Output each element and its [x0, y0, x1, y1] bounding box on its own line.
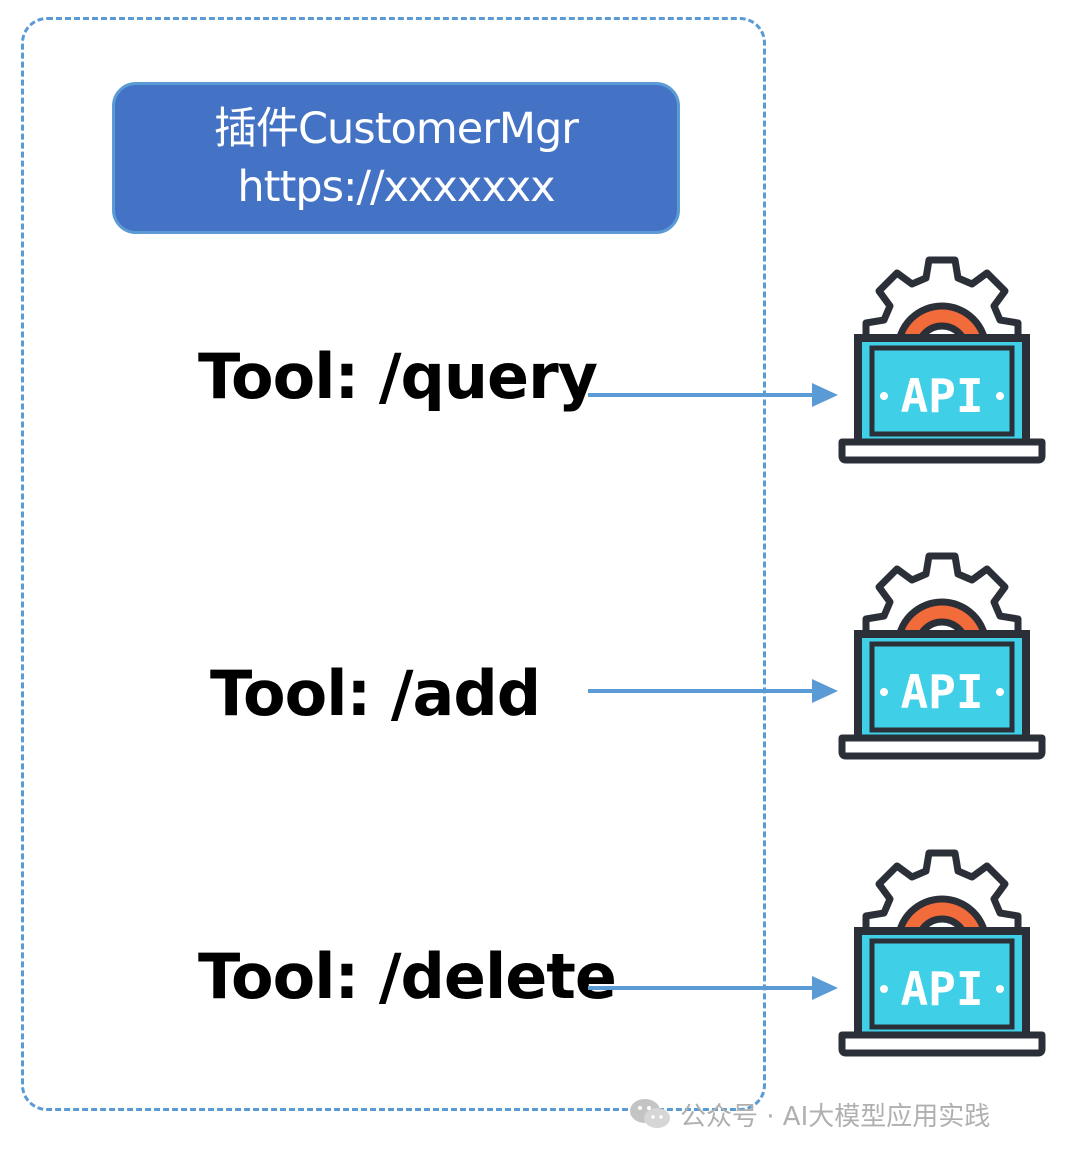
api-label: API: [900, 665, 983, 719]
plugin-url: https://xxxxxxx: [237, 162, 555, 212]
watermark-text: 公众号 · AI大模型应用实践: [680, 1101, 991, 1132]
arrow-add: [588, 679, 838, 703]
tool-query-label: Tool: /query: [198, 340, 598, 413]
arrow-query: [588, 383, 838, 407]
plugin-header: 插件CustomerMgr https://xxxxxxx: [112, 82, 680, 234]
api-laptop-gear-icon: API: [838, 853, 1046, 1057]
api-laptop-gear-icon: API: [838, 260, 1046, 464]
arrow-delete: [588, 976, 838, 1000]
watermark: 公众号 · AI大模型应用实践: [628, 1094, 990, 1134]
plugin-name: 插件CustomerMgr: [214, 104, 579, 154]
api-label: API: [900, 962, 983, 1016]
tool-delete-label: Tool: /delete: [198, 940, 617, 1013]
api-laptop-gear-icon: API: [838, 556, 1046, 760]
api-label: API: [900, 369, 983, 423]
wechat-icon: [630, 1099, 670, 1128]
tool-add-label: Tool: /add: [210, 657, 541, 730]
plugin-boundary: [21, 17, 766, 1111]
